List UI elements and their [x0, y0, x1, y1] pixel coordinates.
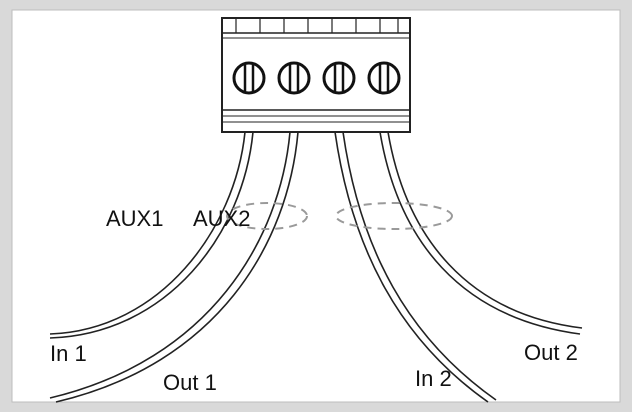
label-out2: Out 2 [524, 340, 578, 365]
wire-out2 [379, 131, 581, 335]
wire-in2-edge [342, 131, 497, 401]
screw-icon [322, 61, 356, 95]
wire-in2 [334, 131, 489, 403]
wire-in1-edge [49, 131, 254, 339]
screw-icon [277, 61, 311, 95]
wire-out2-edge [387, 131, 583, 329]
label-in2: In 2 [415, 366, 452, 391]
wire-out1-edge [55, 131, 299, 403]
wire-in1 [49, 131, 246, 335]
aux-ring-right [335, 202, 453, 230]
aux1-aux2-ring [226, 202, 308, 230]
label-in1: In 1 [50, 341, 87, 366]
label-out1: Out 1 [163, 370, 217, 395]
label-aux1: AUX1 [106, 206, 163, 231]
label-aux2: AUX2 [193, 206, 250, 231]
screw-icon [367, 61, 401, 95]
screw-icon [232, 61, 266, 95]
wire-out1 [49, 131, 291, 399]
